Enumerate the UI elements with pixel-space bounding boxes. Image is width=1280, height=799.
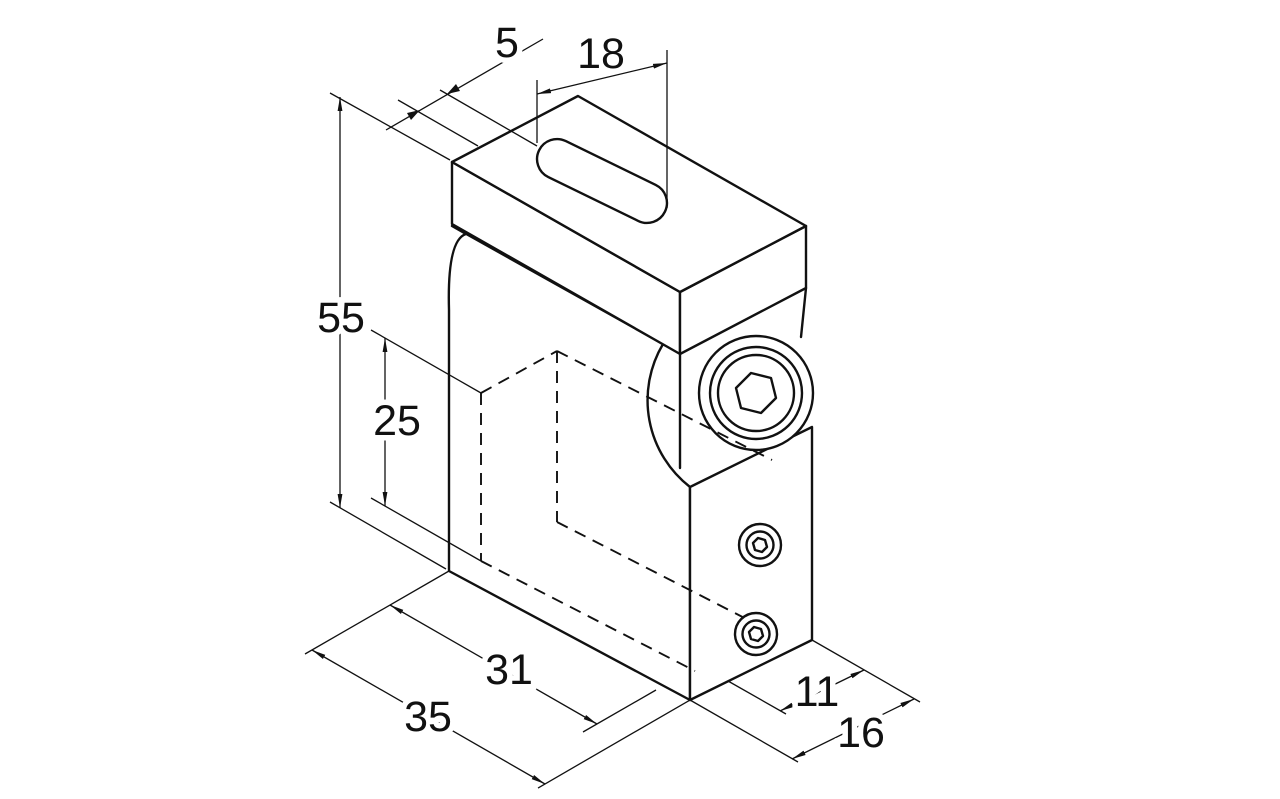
dim-line-16 — [791, 698, 915, 760]
part-geometry — [447, 94, 815, 702]
dim-label-inner-width: 31 — [485, 646, 533, 694]
dim-label-overall-depth: 16 — [837, 709, 885, 757]
dim-label-overall-height: 55 — [317, 294, 365, 342]
dimension-annotations: 5 18 55 25 31 35 11 16 — [304, 14, 921, 789]
dim-label-overall-width: 35 — [404, 693, 452, 741]
ext-line-25-bottom — [370, 497, 482, 562]
dim-label-slot-length: 18 — [577, 30, 625, 78]
ext-line-11-left — [727, 680, 787, 715]
dim-label-cavity-height: 25 — [373, 397, 421, 445]
ext-line-16-left — [689, 699, 799, 763]
ext-line-31-right — [582, 689, 657, 733]
ext-line-55-top — [329, 92, 451, 161]
dim-line-18 — [536, 62, 668, 95]
screw-upper-hex-socket — [751, 536, 769, 554]
dim-5-arrow-right — [447, 84, 460, 94]
screw-lower-hex-socket — [747, 625, 765, 643]
dim-label-top-offset: 5 — [495, 19, 519, 67]
dim-label-inner-depth: 11 — [795, 668, 840, 716]
dim-5-arrow-left — [407, 110, 420, 120]
dim-line-35 — [311, 649, 546, 785]
ext-line-35-left — [304, 570, 450, 655]
lug-right-edge — [799, 286, 808, 339]
ext-line-35-right — [537, 699, 691, 789]
slot-cutout — [535, 137, 669, 225]
bolt-hex-socket — [734, 371, 778, 415]
ext-line-5-right — [439, 89, 538, 147]
body-front-face — [447, 224, 692, 702]
hidden-edge-top-long — [556, 350, 773, 461]
ext-line-5-left — [397, 99, 479, 147]
side-screws — [733, 522, 783, 657]
hidden-edge-top-left — [480, 350, 558, 394]
ext-line-55-bottom — [329, 501, 447, 570]
ext-line-16-right — [811, 639, 921, 703]
ext-line-25-top — [370, 329, 482, 394]
